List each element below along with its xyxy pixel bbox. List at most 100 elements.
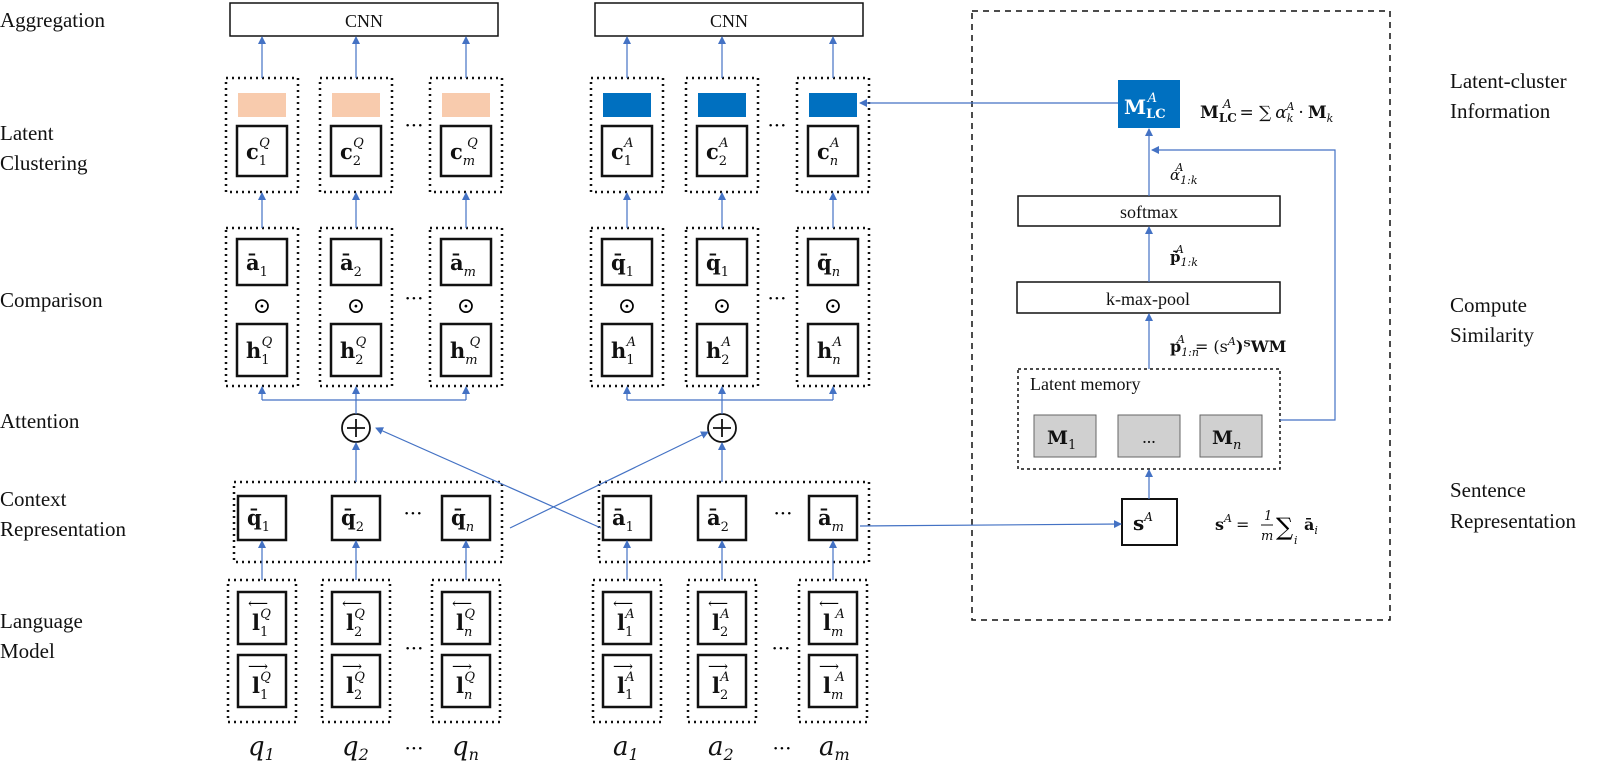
arrow-memory-loop — [1151, 146, 1336, 421]
cnn-box-right — [594, 2, 864, 37]
a-col-3-compare-top-symbol: q̄n — [817, 250, 840, 280]
a-col-3-lm-fwd-symbol: lmA — [823, 670, 845, 703]
a-col-2-cluster-symbol: c2A — [706, 136, 728, 169]
a-col-1-compare-bottom-symbol: h1A — [611, 335, 636, 368]
q-col-1-lm-back-box — [236, 590, 288, 646]
a-col-2-lm-fwd-symbol: l2A — [712, 670, 730, 703]
cnn-box-left — [229, 2, 499, 37]
q-ellipsis-2: ··· — [404, 286, 423, 310]
a-ellipsis-3: ··· — [773, 501, 792, 525]
q-col-2-compare-top-box — [329, 237, 383, 287]
q-col-3-token: qn — [452, 732, 479, 762]
a-col-1-lm-group — [591, 578, 663, 724]
a-col-2-odot-icon: ⊙ — [713, 294, 731, 319]
arrow-a-context-to-sentence — [859, 520, 1122, 529]
q-col-1-odot-icon: ⊙ — [253, 294, 271, 319]
a-col-2-lm-back-symbol-arrow: ⟵ — [708, 596, 728, 612]
q-col-1-cluster-symbol: c1Q — [246, 136, 270, 169]
q-col-1-lm-back-symbol-arrow: ⟵ — [248, 596, 268, 612]
a-col-1-compare-top-symbol: q̄1 — [611, 250, 634, 280]
sentence-equation: sA= — [1215, 512, 1249, 534]
q-col-2-lm-fwd-symbol: l2Q — [346, 670, 365, 703]
mlc-symbol: MLCA — [1124, 91, 1166, 122]
q-col-1-lm-group — [226, 578, 298, 724]
a-col-2-compare-top-symbol: q̄1 — [706, 250, 729, 280]
stage-label-attention: Attention — [0, 409, 80, 433]
q-col-3-compare-top-symbol: ām — [450, 250, 476, 280]
q-col-3-compare-bottom-box — [439, 322, 493, 378]
softmax-label: softmax — [1120, 202, 1178, 222]
encoder-columns: c1Qā1⊙h1Qq̄1l1Q⟵l1Q⟶q1c2Qā2⊙h2Qq̄2l2Q⟵l2… — [224, 76, 871, 762]
sentence-eq-term: āi — [1304, 515, 1318, 537]
similarity-equation: p1:nA= (sA)ᵀWM — [1170, 333, 1286, 359]
softmax-box — [1017, 195, 1281, 227]
a-col-1-token: a1 — [613, 732, 639, 762]
a-col-1-cluster-vector — [603, 93, 651, 117]
memory-slot-n — [1199, 414, 1263, 458]
q-col-2-lm-group — [320, 578, 392, 724]
a-col-1-lm-back-symbol-arrow: ⟵ — [613, 596, 633, 612]
a-col-3-odot-icon: ⊙ — [824, 294, 842, 319]
q-col-3-lm-group — [430, 578, 502, 724]
q-col-3-context-box — [440, 494, 492, 542]
a-col-2-context-box — [696, 494, 748, 542]
q-col-1-lm-fwd-symbol-arrow: ⟶ — [248, 659, 268, 675]
q-col-1-compare-bottom-box — [235, 322, 289, 378]
memory-slot-n-label: Mn — [1212, 427, 1241, 453]
a-ellipsis-4: ··· — [771, 636, 790, 660]
q-col-3-cluster-symbol: cmQ — [450, 136, 478, 169]
right-label-compute-2: Similarity — [1450, 323, 1535, 347]
a-col-3-cluster-box — [806, 124, 860, 178]
q-ellipsis-1: ··· — [404, 113, 423, 137]
a-col-3-lm-fwd-symbol-arrow: ⟶ — [819, 659, 839, 675]
a-col-1-cluster-box — [600, 124, 654, 178]
q-ellipsis-3: ··· — [403, 501, 422, 525]
q-ellipsis-4: ··· — [404, 636, 423, 660]
a-col-3-lm-back-symbol: lmA — [823, 607, 845, 640]
q-col-1-context-symbol: q̄1 — [247, 505, 270, 535]
q-col-3-odot-icon: ⊙ — [457, 294, 475, 319]
stage-label-latent-clustering-2: Clustering — [0, 151, 88, 175]
a-col-3-cluster-symbol: cnA — [817, 136, 840, 169]
a-col-1-compare-bottom-box — [600, 322, 654, 378]
a-col-1-lm-back-symbol: l1A — [617, 607, 635, 640]
q-col-2-cluster-box — [329, 124, 383, 178]
a-col-1-compare-top-box — [600, 237, 654, 287]
q-col-3-compare-bottom-symbol: hmQ — [450, 335, 481, 368]
q-col-2-cluster-vector — [332, 93, 380, 117]
q-col-2-lm-fwd-box — [330, 653, 382, 709]
q-col-3-context-symbol: q̄n — [451, 505, 474, 535]
a-col-2-lm-fwd-box — [696, 653, 748, 709]
q-col-1-compare-top-box — [235, 237, 289, 287]
a-context-group — [597, 480, 871, 564]
q-col-3-lm-back-box — [440, 590, 492, 646]
q-col-1-token: q1 — [248, 732, 275, 762]
a-col-3-compare-bottom-symbol: hnA — [817, 335, 842, 368]
a-col-3-lm-back-symbol-arrow: ⟵ — [819, 596, 839, 612]
arrow-a-context-to-q-attention — [375, 427, 602, 529]
a-col-1-lm-fwd-box — [601, 653, 653, 709]
a-col-1-context-symbol: ā1 — [612, 505, 634, 535]
a-col-3-lm-back-box — [807, 590, 859, 646]
q-col-1-lm-back-symbol: l1Q — [252, 607, 271, 640]
a-col-2-lm-back-symbol: l2A — [712, 607, 730, 640]
q-col-1-cluster-box — [235, 124, 289, 178]
kmaxpool-label: k-max-pool — [1106, 289, 1190, 309]
stage-label-context-2: Representation — [0, 517, 126, 541]
alpha-label: α1:kA — [1170, 161, 1198, 187]
kmaxpool-box — [1016, 281, 1281, 314]
q-col-2-compare-bottom-box — [329, 322, 383, 378]
a-col-1-lm-fwd-symbol-arrow: ⟶ — [613, 659, 633, 675]
right-label-latent-cluster-2: Information — [1450, 99, 1551, 123]
mlc-equation: MLCA= ∑αkA·Mk — [1200, 97, 1334, 125]
cnn-label-left: CNN — [345, 11, 383, 31]
q-col-2-context-box — [330, 494, 382, 542]
a-col-2-compare-top-box — [695, 237, 749, 287]
pbar-label: p̄1:kA — [1170, 243, 1198, 269]
sentence-eq-sum: ∑ — [1276, 513, 1293, 541]
cnn-label-right: CNN — [710, 11, 748, 31]
mlc-sup: A — [1147, 91, 1157, 106]
q-ellipsis-5: ··· — [404, 736, 423, 760]
sentence-eq-sum-sub: i — [1294, 534, 1298, 547]
